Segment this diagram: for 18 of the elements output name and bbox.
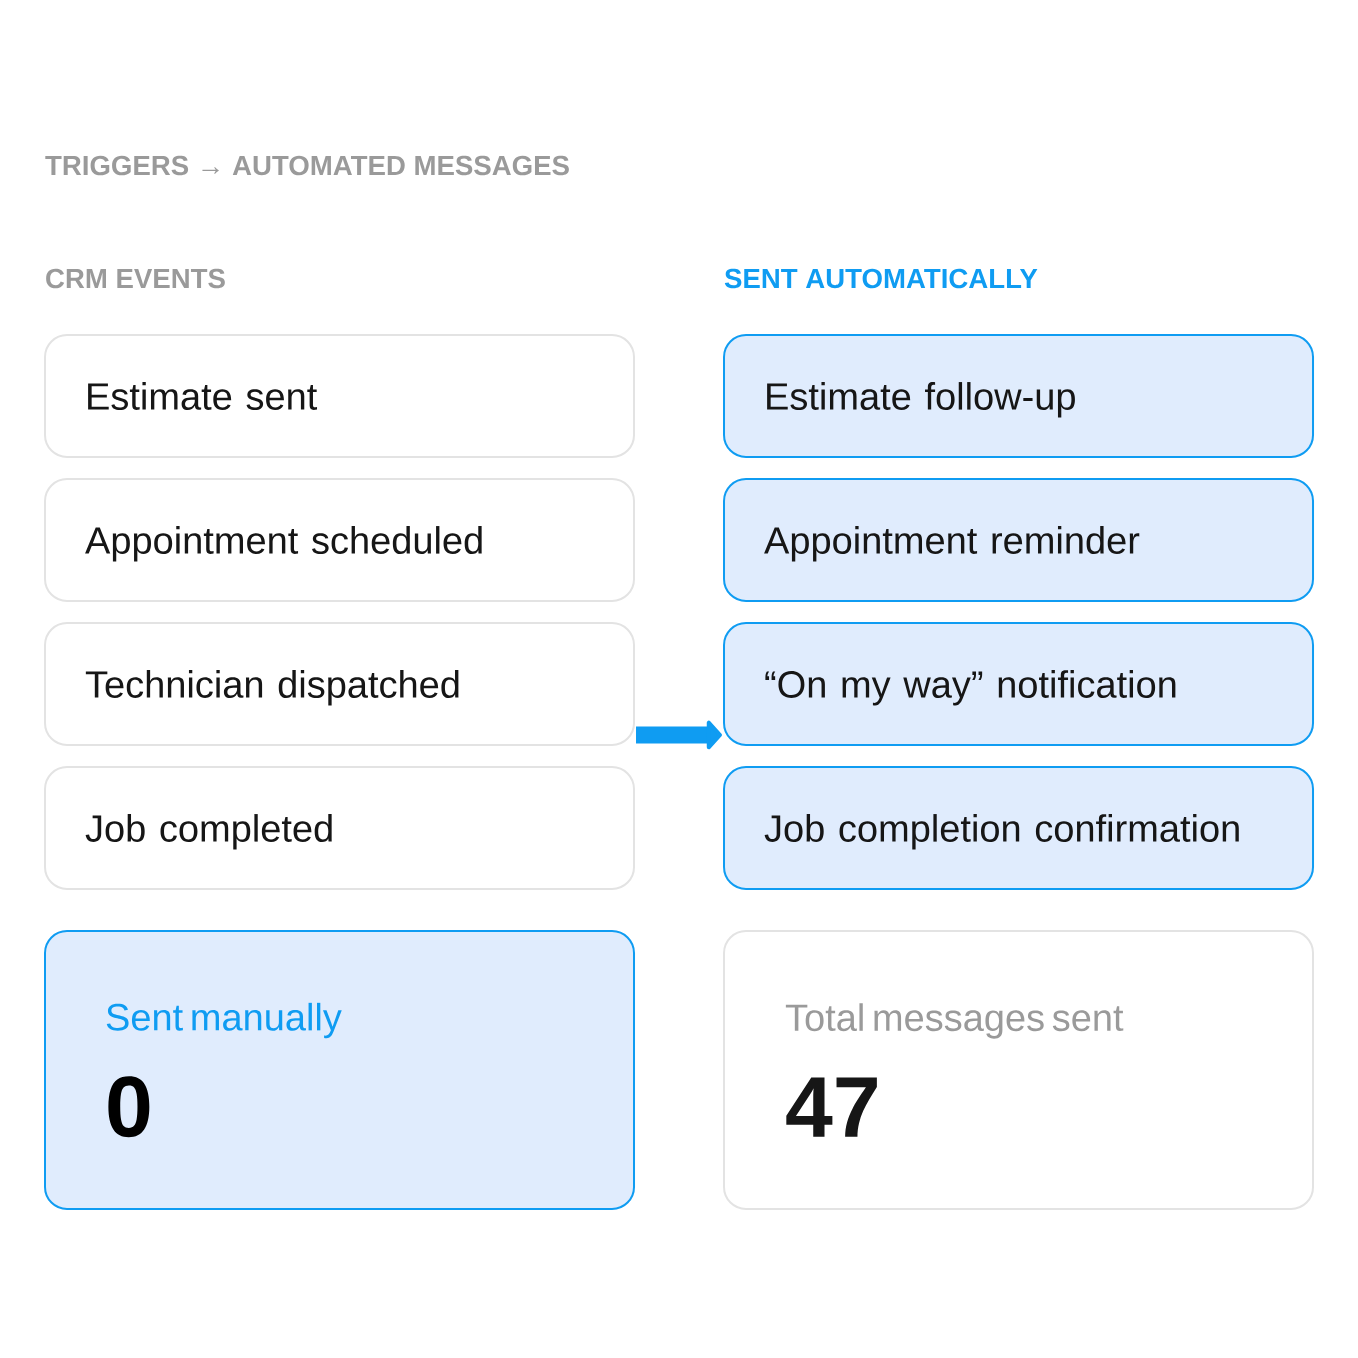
message-box: “On my way” notification (723, 622, 1314, 746)
stat-label: Total messages sent (785, 1003, 1124, 1039)
stat-value: 47 (786, 1077, 877, 1137)
stat-card (44, 930, 635, 1210)
event-box: Job completed (44, 766, 635, 890)
column-heading: CRM EVENTS (46, 268, 225, 289)
event-box: Estimate sent (44, 334, 635, 458)
column-heading: SENT AUTOMATICALLY (724, 268, 1038, 289)
stat-value: 0 (108, 1076, 150, 1138)
stat-label: Sent manually (106, 1002, 342, 1039)
event-box: Technician dispatched (44, 622, 635, 746)
arrow (636, 720, 722, 750)
title: TRIGGERS → AUTOMATED MESSAGES (45, 155, 569, 176)
message-box: Job completion confirmation (723, 766, 1314, 890)
event-box: Appointment scheduled (44, 478, 635, 602)
message-box: Appointment reminder (723, 478, 1314, 602)
message-box: Estimate follow-up (723, 334, 1314, 458)
stat-card (723, 930, 1314, 1210)
